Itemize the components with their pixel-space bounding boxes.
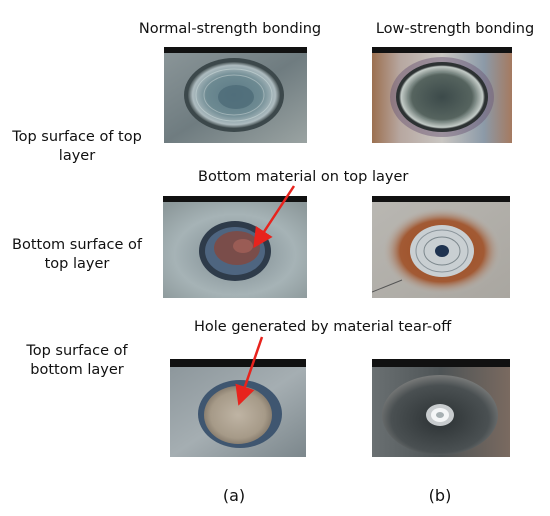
annotation-hole: Hole generated by material tear-off: [194, 319, 452, 335]
photo-normal-top-surface-top-layer: [164, 47, 307, 143]
row-label-top-surface-top-layer: Top surface of top layer: [12, 129, 142, 164]
row-label-bottom-surface-top-layer: Bottom surface of top layer: [12, 237, 142, 272]
column-header-normal: Normal-strength bonding: [138, 21, 322, 37]
subfigure-label-a: (a): [222, 486, 246, 505]
photo-normal-top-surface-bottom-layer: [170, 359, 306, 457]
column-header-low: Low-strength bonding: [375, 21, 535, 37]
photo-low-bottom-surface-top-layer: [372, 196, 510, 298]
photo-low-top-surface-bottom-layer: [372, 359, 510, 457]
subfigure-label-b: (b): [428, 486, 452, 505]
row-label-top-surface-bottom-layer: Top surface of bottom layer: [26, 343, 128, 378]
photo-low-top-surface-top-layer: [372, 47, 512, 143]
photo-normal-bottom-surface-top-layer: [163, 196, 307, 298]
annotation-bottom-material: Bottom material on top layer: [198, 169, 409, 185]
